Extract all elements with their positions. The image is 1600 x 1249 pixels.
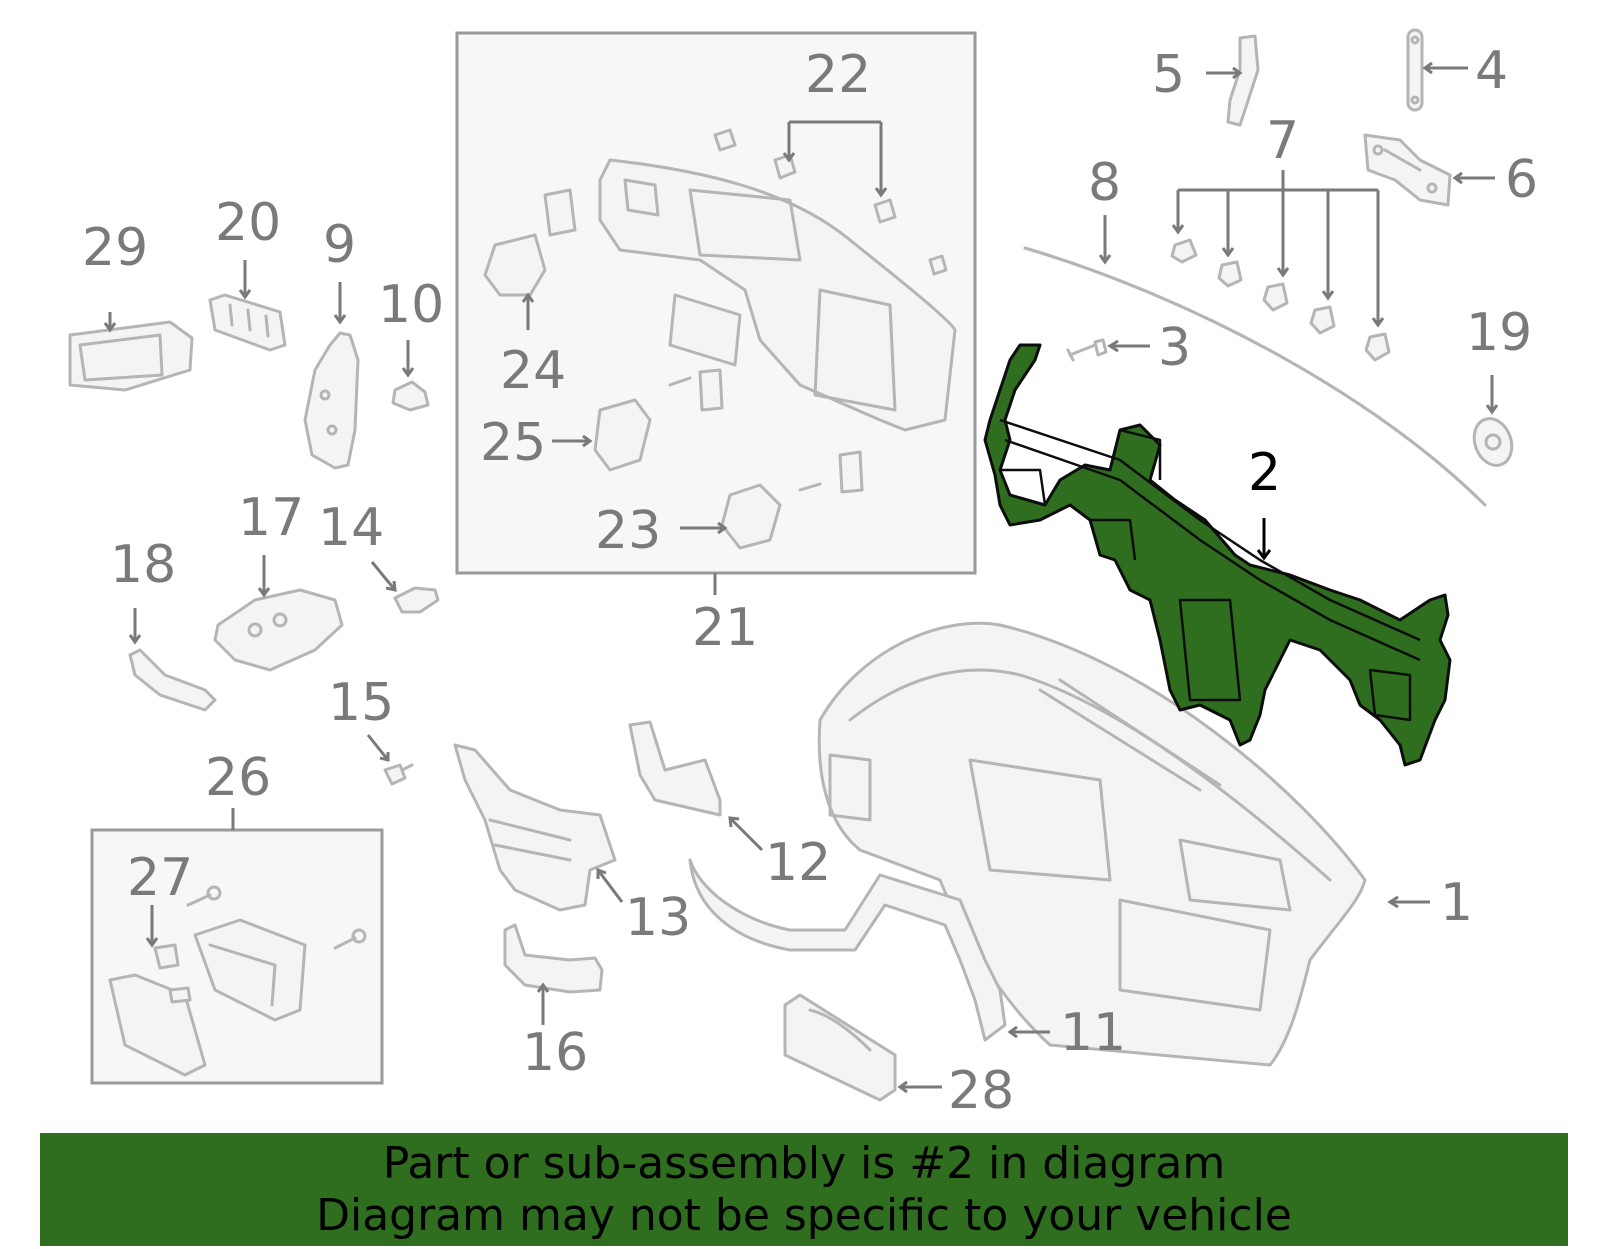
callout-18[interactable]: 18 bbox=[110, 535, 176, 595]
callout-29[interactable]: 29 bbox=[82, 218, 148, 278]
part-10-cap[interactable] bbox=[391, 380, 430, 412]
callout-5[interactable]: 5 bbox=[1152, 45, 1185, 105]
callout-2[interactable]: 2 bbox=[1248, 443, 1281, 503]
callout-10[interactable]: 10 bbox=[378, 275, 444, 335]
callout-labels: 1 2 3 4 5 6 7 8 9 10 11 12 13 14 15 16 1… bbox=[82, 41, 1538, 1121]
callout-9[interactable]: 9 bbox=[323, 215, 356, 275]
part-6-bracket[interactable] bbox=[1363, 133, 1452, 207]
callout-4[interactable]: 4 bbox=[1475, 41, 1508, 101]
part-4-bracket[interactable] bbox=[1406, 28, 1424, 112]
part-15-screw[interactable] bbox=[383, 763, 414, 786]
callout-16[interactable]: 16 bbox=[522, 1023, 588, 1083]
callout-23[interactable]: 23 bbox=[595, 501, 661, 561]
part-7-clips[interactable] bbox=[1170, 238, 1391, 362]
part-1-instrument-panel[interactable] bbox=[817, 621, 1367, 1067]
part-28-bin[interactable] bbox=[783, 993, 897, 1102]
part-26-glove-box-group[interactable] bbox=[108, 885, 367, 1077]
banner-line-2: Diagram may not be specific to your vehi… bbox=[316, 1189, 1292, 1241]
callout-17[interactable]: 17 bbox=[238, 488, 304, 548]
part-18-strip[interactable] bbox=[128, 648, 217, 712]
callout-20[interactable]: 20 bbox=[215, 193, 281, 253]
part-14-clip[interactable] bbox=[393, 586, 440, 614]
callout-15[interactable]: 15 bbox=[328, 673, 394, 733]
callout-14[interactable]: 14 bbox=[318, 498, 384, 558]
leader-lines bbox=[103, 61, 1499, 1094]
callout-24[interactable]: 24 bbox=[500, 341, 566, 401]
banner-line-1: Part or sub-assembly is #2 in diagram bbox=[382, 1137, 1226, 1189]
callout-7[interactable]: 7 bbox=[1266, 111, 1299, 171]
callout-3[interactable]: 3 bbox=[1158, 318, 1191, 378]
part-5-bracket[interactable] bbox=[1226, 34, 1260, 127]
callout-12[interactable]: 12 bbox=[765, 833, 831, 893]
part-21-panel-group[interactable] bbox=[483, 128, 957, 550]
callout-21[interactable]: 21 bbox=[692, 598, 758, 658]
callout-1[interactable]: 1 bbox=[1440, 873, 1473, 933]
part-9-side-panel[interactable] bbox=[303, 331, 360, 470]
part-19-cap[interactable] bbox=[1468, 413, 1518, 470]
callout-22[interactable]: 22 bbox=[805, 45, 871, 105]
part-12-cover[interactable] bbox=[628, 720, 722, 817]
part-2-instrument-panel-reinforcement[interactable] bbox=[983, 343, 1452, 767]
part-29-vent[interactable] bbox=[68, 320, 194, 392]
part-20-vent[interactable] bbox=[208, 293, 287, 352]
callout-25[interactable]: 25 bbox=[480, 413, 546, 473]
callout-13[interactable]: 13 bbox=[625, 888, 691, 948]
callout-19[interactable]: 19 bbox=[1466, 303, 1532, 363]
callout-6[interactable]: 6 bbox=[1505, 150, 1538, 210]
part-13-lower-panel[interactable] bbox=[453, 743, 617, 912]
part-17-housing[interactable] bbox=[213, 588, 344, 672]
part-8-trim-strip[interactable] bbox=[1023, 246, 1487, 507]
banner-background bbox=[40, 1133, 1568, 1246]
callout-27[interactable]: 27 bbox=[127, 848, 193, 908]
info-banner: Part or sub-assembly is #2 in diagram Di… bbox=[40, 1133, 1568, 1246]
callout-28[interactable]: 28 bbox=[948, 1061, 1014, 1121]
callout-26[interactable]: 26 bbox=[205, 748, 271, 808]
part-11-lower-trim[interactable] bbox=[688, 858, 1007, 1042]
callout-11[interactable]: 11 bbox=[1060, 1003, 1126, 1063]
callout-8[interactable]: 8 bbox=[1088, 153, 1121, 213]
part-16-handle[interactable] bbox=[503, 923, 604, 994]
part-3-bolt[interactable] bbox=[1066, 338, 1108, 362]
